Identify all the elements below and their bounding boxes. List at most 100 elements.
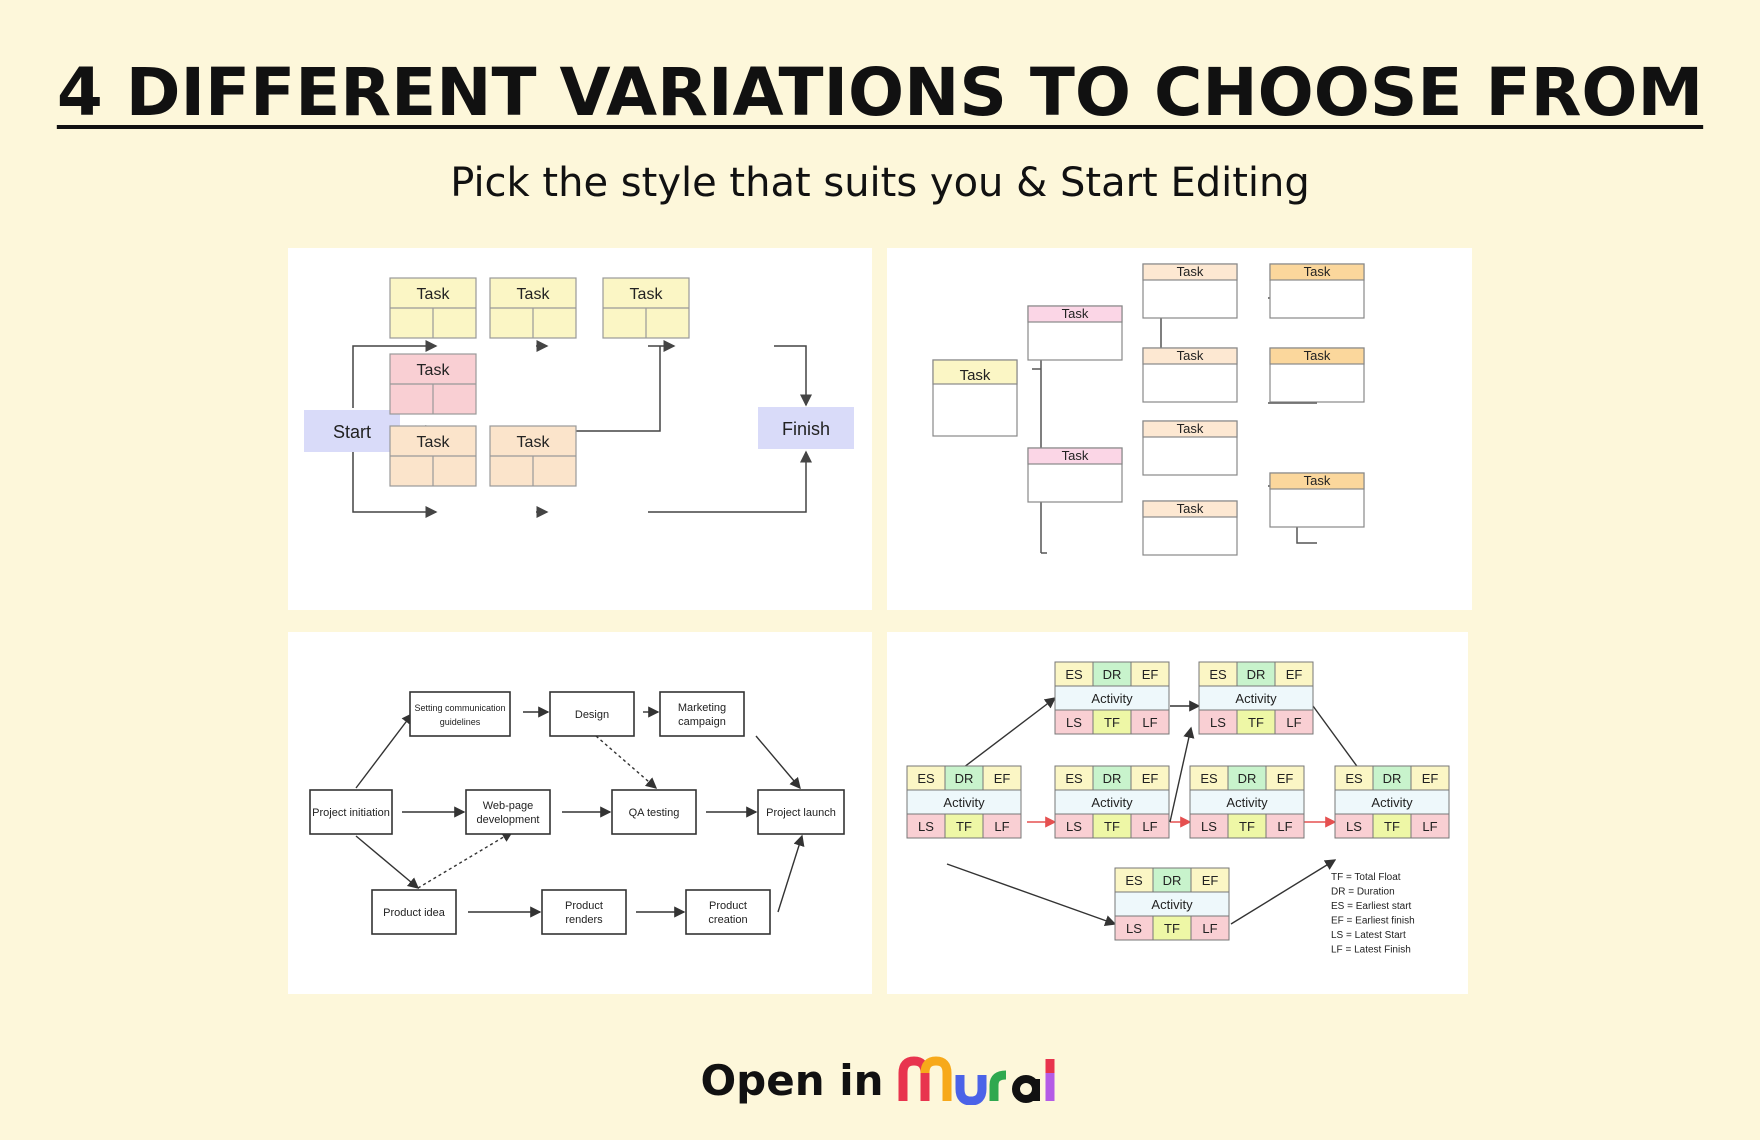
task-box: Task <box>389 353 477 415</box>
task-box: Task <box>932 359 1018 437</box>
box-label: Product idea <box>383 907 446 919</box>
tf-cell: TF <box>1164 921 1180 936</box>
task-label: Task <box>630 286 664 303</box>
task-label: Task <box>960 367 991 384</box>
ef-cell: EF <box>994 771 1011 786</box>
ls-cell: LS <box>1201 819 1217 834</box>
task-label: Task <box>517 286 551 303</box>
task-box: Task <box>1269 472 1365 528</box>
tf-cell: TF <box>1248 715 1264 730</box>
box-label: Product <box>709 900 747 912</box>
task-label: Task <box>517 434 551 451</box>
task-box: Task <box>1142 420 1238 476</box>
open-in-mural-cta[interactable]: Open in <box>0 1040 1760 1120</box>
open-in-label[interactable]: Open in <box>700 1055 884 1105</box>
mural-logo[interactable] <box>898 1055 1060 1105</box>
ef-cell: EF <box>1277 771 1294 786</box>
task-label: Task <box>1304 264 1331 279</box>
box-label: Project launch <box>766 807 836 819</box>
legend-item: LS = Latest Start <box>1331 930 1406 941</box>
ef-cell: EF <box>1142 667 1159 682</box>
task-label: Task <box>417 362 451 379</box>
project-launch-box: Project launch <box>757 789 845 835</box>
task-box: Task <box>1142 500 1238 556</box>
tf-cell: TF <box>1384 819 1400 834</box>
task-box: Task <box>389 277 477 339</box>
page-title: 4 DIFFERENT VARIATIONS TO CHOOSE FROM <box>56 54 1704 131</box>
activity-label: Activity <box>1151 897 1193 912</box>
task-label: Task <box>1304 473 1331 488</box>
tf-cell: TF <box>1239 819 1255 834</box>
ls-cell: LS <box>1066 819 1082 834</box>
task-box: Task <box>1142 347 1238 403</box>
box-label: Product <box>565 900 603 912</box>
task-box: Task <box>1027 305 1123 361</box>
ef-cell: EF <box>1422 771 1439 786</box>
activity-label: Activity <box>1371 795 1413 810</box>
es-cell: ES <box>917 771 935 786</box>
box-label: renders <box>565 914 603 926</box>
dr-cell: DR <box>1247 667 1266 682</box>
lf-cell: LF <box>1142 715 1157 730</box>
ls-cell: LS <box>1126 921 1142 936</box>
task-label: Task <box>1177 264 1204 279</box>
start-label: Start <box>333 422 371 442</box>
lf-cell: LF <box>1286 715 1301 730</box>
task-label: Task <box>1062 448 1089 463</box>
dr-cell: DR <box>1103 771 1122 786</box>
page-subtitle: Pick the style that suits you & Start Ed… <box>450 160 1310 206</box>
activity-label: Activity <box>943 795 985 810</box>
box-label: Design <box>575 709 609 721</box>
tf-cell: TF <box>1104 819 1120 834</box>
es-cell: ES <box>1065 667 1083 682</box>
task-label: Task <box>417 434 451 451</box>
task-label: Task <box>1062 306 1089 321</box>
box-label: campaign <box>678 716 726 728</box>
task-box: Task <box>602 277 690 339</box>
box-label: guidelines <box>440 717 481 727</box>
product-renders-box: Product renders <box>541 889 627 935</box>
legend-item: LF = Latest Finish <box>1331 945 1411 956</box>
dr-cell: DR <box>1103 667 1122 682</box>
legend-item: DR = Duration <box>1331 887 1395 898</box>
activity-label: Activity <box>1226 795 1268 810</box>
ef-cell: EF <box>1202 873 1219 888</box>
finish-node <box>758 407 854 449</box>
ls-cell: LS <box>918 819 934 834</box>
tf-cell: TF <box>1104 715 1120 730</box>
project-initiation-box: Project initiation <box>309 789 393 835</box>
ls-cell: LS <box>1210 715 1226 730</box>
tf-cell: TF <box>956 819 972 834</box>
task-box: Task <box>1269 347 1365 403</box>
lf-cell: LF <box>1202 921 1217 936</box>
box-label: creation <box>708 914 747 926</box>
activity-label: Activity <box>1091 691 1133 706</box>
task-label: Task <box>1304 348 1331 363</box>
es-cell: ES <box>1345 771 1363 786</box>
start-node <box>304 410 400 452</box>
product-idea-box: Product idea <box>371 889 457 935</box>
lf-cell: LF <box>1142 819 1157 834</box>
dr-cell: DR <box>955 771 974 786</box>
lf-cell: LF <box>1277 819 1292 834</box>
ef-cell: EF <box>1286 667 1303 682</box>
legend-item: EF = Earliest finish <box>1331 916 1415 927</box>
box-label: QA testing <box>629 807 680 819</box>
task-box: Task <box>1027 447 1123 503</box>
dr-cell: DR <box>1383 771 1402 786</box>
